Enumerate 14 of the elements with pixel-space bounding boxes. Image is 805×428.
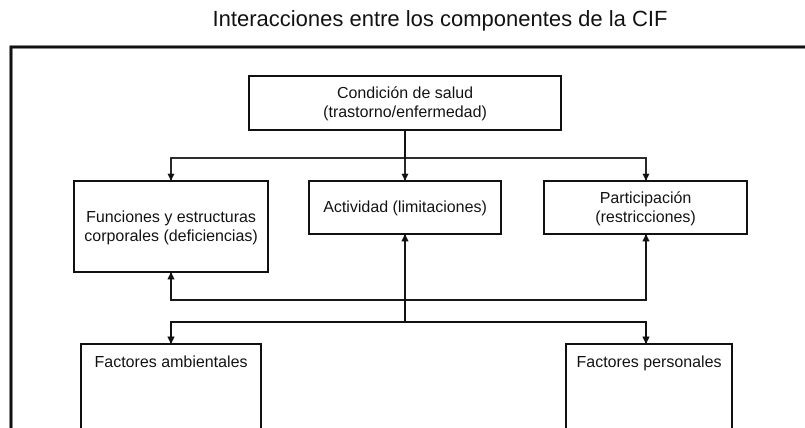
concept-box — [308, 180, 502, 235]
concept-box — [80, 343, 262, 428]
box-label: Factores ambientales — [94, 353, 248, 372]
arrow — [404, 131, 650, 181]
concept-box — [73, 180, 269, 273]
concept-box — [248, 75, 562, 131]
box-label: Actividad (limitaciones) — [322, 198, 488, 217]
box-label: Condición de salud (trastorno/enfermedad) — [322, 84, 488, 122]
concept-box — [543, 180, 748, 235]
concept-box — [565, 343, 733, 428]
diagram-title: Interacciones entre los componentes de la CIF — [212, 6, 668, 32]
box-label: Participación (restricciones) — [594, 188, 697, 226]
box-label: Funciones y estructuras corporales (deficiencias) — [83, 208, 259, 246]
box-label: Factores personales — [576, 353, 722, 372]
